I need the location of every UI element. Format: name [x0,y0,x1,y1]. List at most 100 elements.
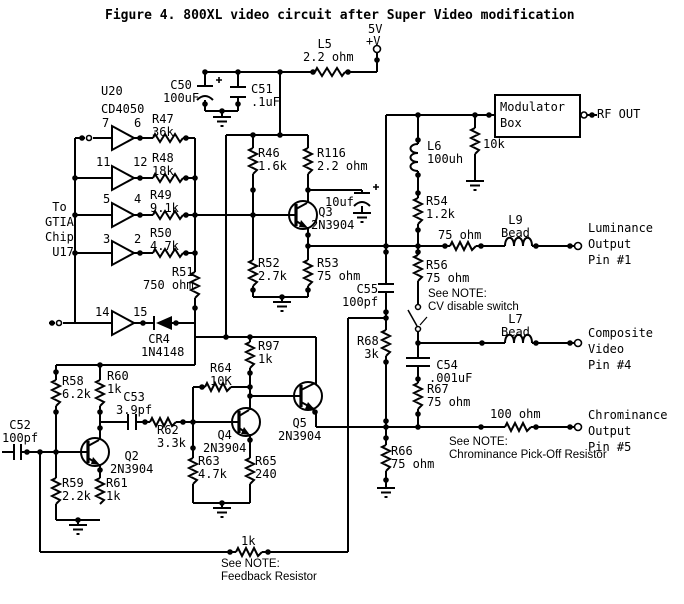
label-r50: R50 4.7k [150,226,179,253]
label-pin11: 11 [96,155,111,169]
terminal-chrominance [573,422,583,432]
inductor-l6-coil [409,143,419,172]
label-75ohm-lum: 75 ohm [438,228,482,242]
label-pin15: 15 [133,305,148,319]
buffer-pin7-6 [111,124,137,152]
label-pin6: 6 [134,116,142,130]
transistor-q4-body [231,407,261,437]
label-r47: R47 36k [152,112,174,139]
label-plus-v: +V [366,34,381,48]
label-5v: 5V [368,22,383,36]
label-r48: R48 18k [152,151,174,178]
capacitor-polarized-arcs [196,95,371,207]
label-to-gtia: To GTIA Chip U17 [45,200,74,259]
label-r52: R52 2.7k [258,256,287,283]
diode-cr4-symbol [153,316,172,330]
transistor-symbols [80,200,323,467]
terminal-gtia-bottom [55,319,63,327]
label-r58: R58 6.2k [62,374,91,401]
label-c52: C52 100pf [2,418,39,445]
label-r59: R59 2.2k [62,476,91,503]
label-chrominance: Chrominance Output Pin #5 [588,408,668,454]
ground-r59-r61 [69,524,87,535]
label-q2: Q2 2N3904 [110,449,154,476]
capacitor-plates [13,85,430,460]
inductor-l7-bead-coil [504,333,533,344]
terminal-circles [55,44,588,432]
label-cr4: CR4 1N4148 [141,332,185,359]
transistor-base-bars [86,204,303,463]
label-composite: Composite Video Pin #4 [588,326,654,372]
transistor-q3-body [288,200,318,230]
label-r61: R61 1k [106,476,128,503]
label-q5: Q5 2N3904 [278,416,322,443]
label-l9: L9 Bead [501,213,530,240]
junction-dots [24,57,595,555]
switch-lever [407,309,418,327]
ground-symbols [69,116,484,535]
label-fb-1k: 1k [241,534,256,548]
resistor-symbols [49,65,532,559]
label-r53: R53 75 ohm [317,256,361,283]
figure-title: Figure 4. 800XL video circuit after Supe… [105,8,575,23]
modulator-box-outline [494,94,581,138]
label-10k: 10k [483,137,505,151]
buffer-pin5-4 [111,201,137,229]
buffer-pin3-2 [111,239,137,267]
note-chroma-pickoff: See NOTE: Chrominance Pick-Off Resistor [449,436,607,461]
label-r46: R46 1.6k [258,146,287,173]
terminal-composite [573,338,583,348]
label-100ohm: 100 ohm [490,407,541,421]
label-r54: R54 1.2k [426,194,455,221]
label-r68: R68 3k [357,334,379,361]
label-r56: R56 75 ohm [426,258,470,285]
label-pin4: 4 [134,192,142,206]
label-r116: R116 2.2 ohm [317,146,368,173]
label-q3: Q3 2N3904 [311,205,355,232]
label-c50: C50 100uF [163,78,200,105]
terminal-gtia-top [85,134,93,142]
label-pin2: 2 [134,232,142,246]
label-l6: L6 100uh [427,139,464,166]
label-pin3: 3 [103,232,111,246]
note-callout-line [419,316,428,326]
label-l7: L7 Bead [501,312,530,339]
buffer-pin14-15 [111,309,137,337]
cv-disable-switch [407,303,428,333]
label-luminance: Luminance Output Pin #1 [588,221,654,267]
label-r67: R67 75 ohm [427,382,471,409]
label-pin5: 5 [103,192,111,206]
ground-r52-r53 [273,301,291,312]
label-r60: R60 1k [107,369,129,396]
transistor-emitter-arrows [91,220,316,465]
buffer-symbols [111,124,137,337]
label-10uf: 10uf [325,195,354,209]
terminal-rf-out [580,111,588,119]
label-c55: C55 100pf [342,282,379,309]
terminal-5v [372,44,382,54]
label-pin7: 7 [102,116,110,130]
label-r49: R49 9.1k [150,188,179,215]
label-u20: U20 CD4050 [101,84,145,116]
note-cv-switch: See NOTE: CV disable switch [428,288,519,313]
terminal-luminance [573,241,583,251]
ground-10k [466,180,484,191]
transistor-q2-body [80,437,110,467]
label-c54: C54 .001uF [429,358,473,385]
label-r97: R97 1k [258,339,280,366]
inductor-l9-bead-coil [504,236,533,247]
label-l5: L5 2.2 ohm [303,37,354,64]
label-c53: C53 3.9pf [116,390,153,417]
inductor-symbols [409,143,533,344]
label-r66: R66 75 ohm [391,444,435,471]
note-feedback: See NOTE: Feedback Resistor [221,558,317,583]
label-modulator-box: Modulator Box [500,100,566,130]
transistor-q5-body [293,381,323,411]
label-c51: C51 .1uF [251,82,280,109]
label-r62: R62 3.3k [157,423,186,450]
resistor-zigzags [49,65,532,559]
buffer-pin11-12 [111,164,137,192]
ground-r66 [377,487,395,498]
